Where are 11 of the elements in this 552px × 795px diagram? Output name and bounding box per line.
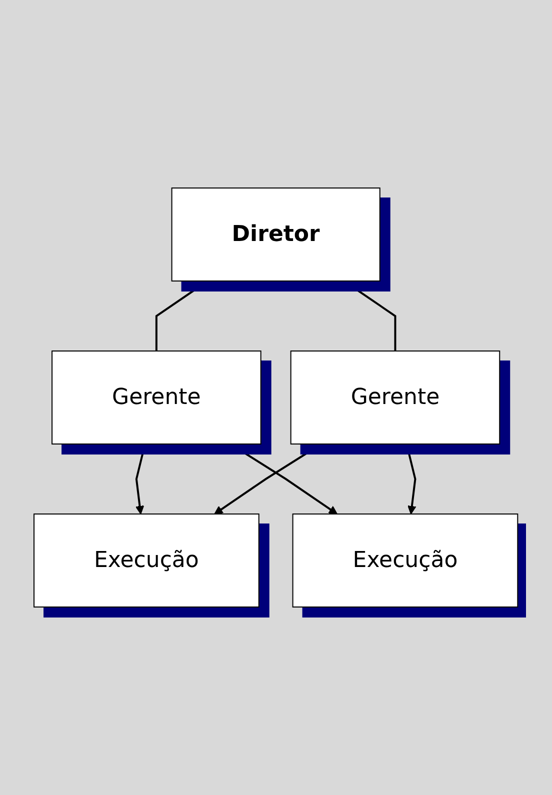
arrow xyxy=(230,443,338,514)
arrow xyxy=(136,444,146,514)
node-box: Execução xyxy=(292,514,518,608)
arrow xyxy=(214,443,322,514)
node-box: Gerente xyxy=(290,350,500,444)
connector xyxy=(156,280,208,351)
arrow xyxy=(406,444,416,514)
node-box: Execução xyxy=(34,514,260,608)
node-box: Gerente xyxy=(52,350,262,444)
node-box: Diretor xyxy=(171,188,381,282)
connector xyxy=(344,280,396,351)
